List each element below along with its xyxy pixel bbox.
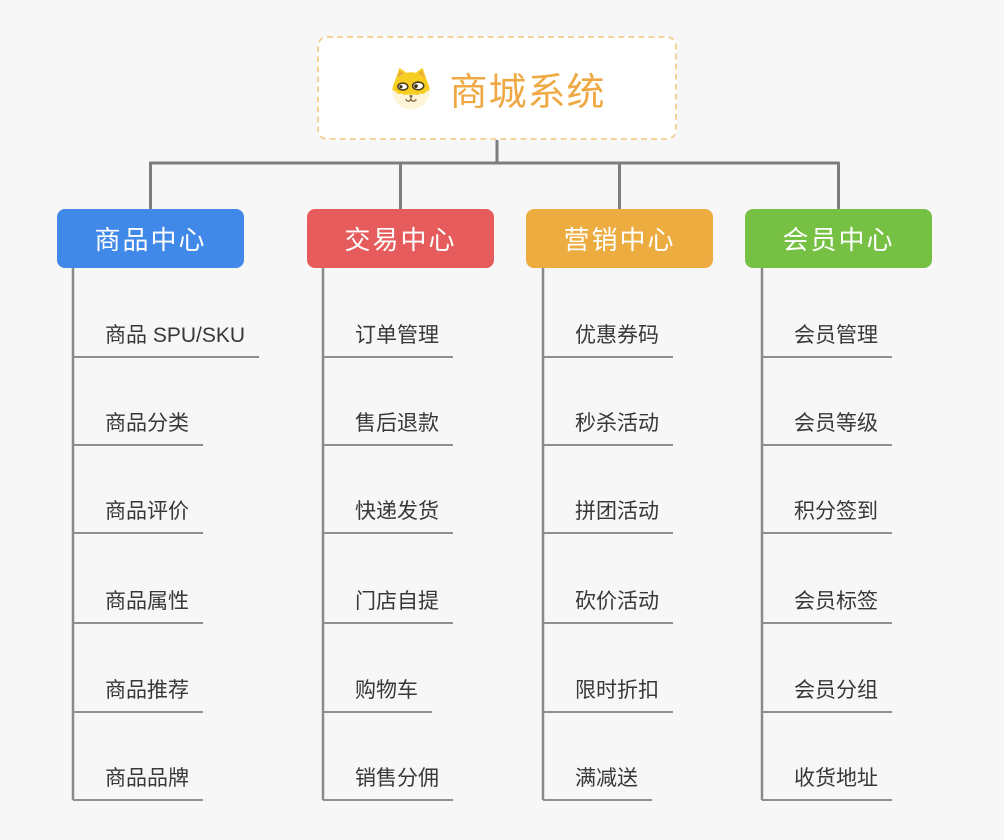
branch-header[interactable]: 商品中心 (57, 209, 244, 268)
child-topic[interactable]: 商品属性 (73, 580, 203, 624)
child-topic[interactable]: 拼团活动 (543, 490, 673, 534)
child-topic[interactable]: 砍价活动 (543, 580, 673, 624)
child-topic[interactable]: 积分签到 (762, 490, 892, 534)
child-topic[interactable]: 会员标签 (762, 580, 892, 624)
root-node[interactable]: 商城系统 (317, 36, 677, 140)
child-topic[interactable]: 收货地址 (762, 757, 892, 801)
child-topic[interactable]: 订单管理 (323, 314, 453, 358)
child-topic[interactable]: 商品分类 (73, 402, 203, 446)
root-title: 商城系统 (449, 71, 606, 114)
branch-header[interactable]: 交易中心 (307, 209, 494, 268)
child-topic[interactable]: 优惠券码 (543, 314, 673, 358)
child-topic[interactable]: 满减送 (543, 757, 652, 801)
branch-header[interactable]: 营销中心 (526, 209, 713, 268)
child-topic[interactable]: 会员管理 (762, 314, 892, 358)
branch-header[interactable]: 会员中心 (745, 209, 932, 268)
child-topic[interactable]: 会员等级 (762, 402, 892, 446)
tree-connectors (149, 137, 840, 212)
child-topic[interactable]: 秒杀活动 (543, 402, 673, 446)
child-topic[interactable]: 售后退款 (323, 402, 453, 446)
child-topic[interactable]: 商品推荐 (73, 669, 203, 713)
child-topic[interactable]: 销售分佣 (323, 757, 453, 801)
child-topic[interactable]: 限时折扣 (543, 669, 673, 713)
child-topic[interactable]: 商品评价 (73, 490, 203, 534)
dog-face-icon (388, 65, 434, 111)
child-topic[interactable]: 门店自提 (323, 580, 453, 624)
child-topic[interactable]: 会员分组 (762, 669, 892, 713)
child-topic[interactable]: 商品 SPU/SKU (73, 314, 260, 358)
child-topic[interactable]: 购物车 (323, 669, 432, 713)
child-topic[interactable]: 快递发货 (323, 490, 453, 534)
child-topic[interactable]: 商品品牌 (73, 757, 203, 801)
